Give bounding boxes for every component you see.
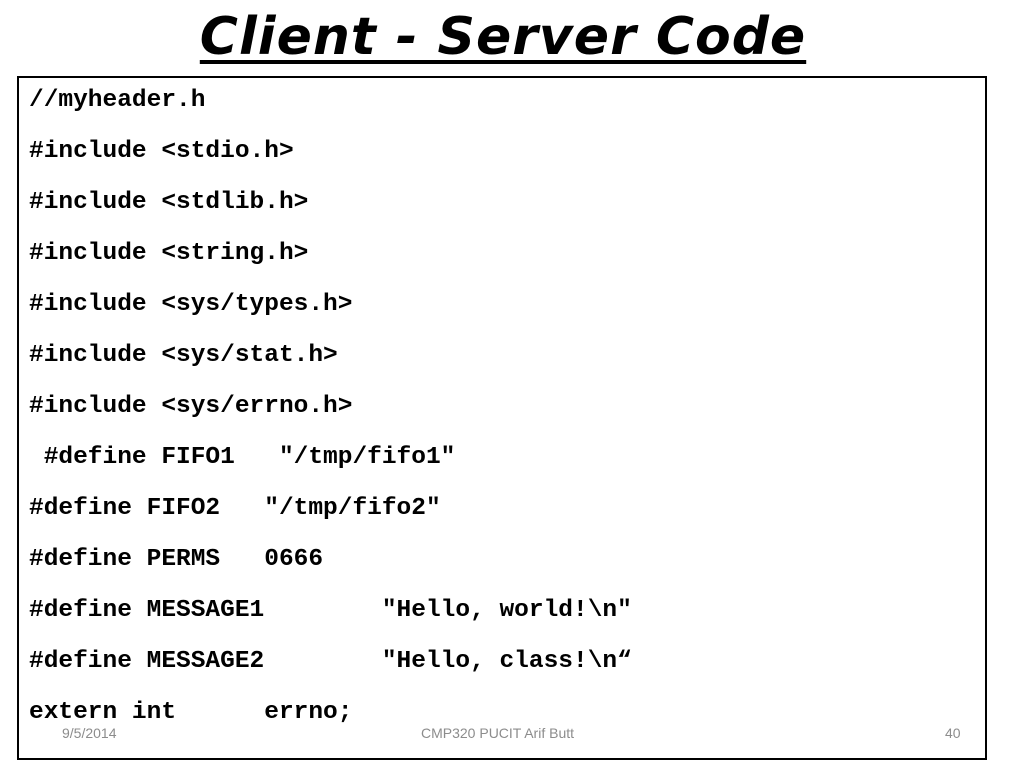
code-line: #define PERMS 0666	[29, 546, 324, 573]
code-line: #include <stdlib.h>	[29, 189, 309, 216]
code-line: #include <sys/stat.h>	[29, 342, 338, 369]
code-line: #include <stdio.h>	[29, 138, 294, 165]
code-line: #define FIFO1 "/tmp/fifo1"	[29, 444, 456, 471]
slide-title: Client - Server Code	[0, 4, 1006, 70]
code-line: #define MESSAGE1 "Hello, world!\n"	[29, 597, 632, 624]
footer-course-info: CMP320 PUCIT Arif Butt	[421, 725, 575, 741]
code-block: //myheader.h #include <stdio.h> #include…	[17, 76, 987, 760]
code-line: #define MESSAGE2 "Hello, class!\n“	[29, 648, 632, 675]
slide-title-text: Client - Server Code	[199, 7, 807, 67]
footer-page-number: 40	[945, 725, 961, 741]
code-line: #include <sys/types.h>	[29, 291, 353, 318]
code-line: #include <sys/errno.h>	[29, 393, 353, 420]
code-line: extern int errno;	[29, 699, 353, 726]
code-line: //myheader.h	[29, 87, 206, 114]
footer-date: 9/5/2014	[62, 725, 117, 741]
code-line: #define FIFO2 "/tmp/fifo2"	[29, 495, 441, 522]
code-line: #include <string.h>	[29, 240, 309, 267]
